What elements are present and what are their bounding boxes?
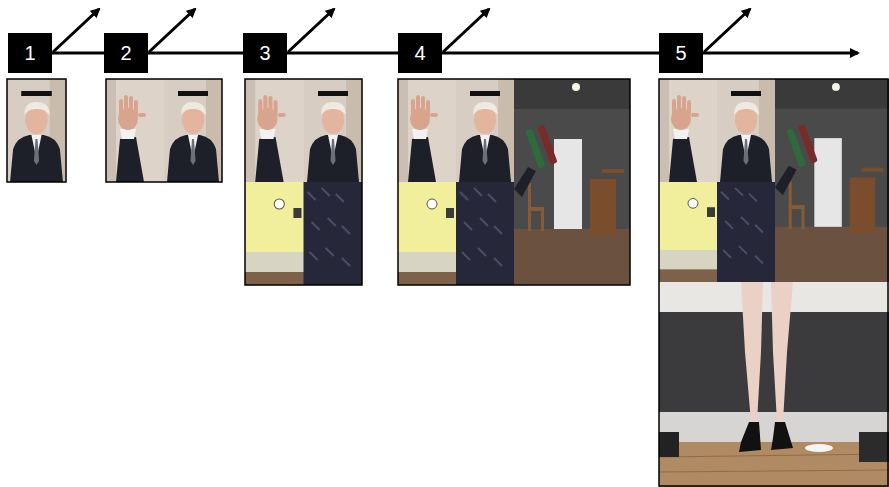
timeline-segment [148,52,243,55]
diagonal-arrow [704,9,750,52]
timeline-segment [52,52,104,55]
step-number: 4 [414,43,425,63]
frame-4 [398,79,630,285]
diagonal-arrow [149,9,195,52]
frame-border [398,79,630,285]
frame-1 [7,79,66,182]
frame-border [245,79,362,285]
wave-photo [106,79,164,182]
kitchen-photo [245,182,362,285]
step-box: 2 [104,33,148,73]
frame-3 [245,79,362,285]
step-box: 5 [659,33,703,73]
kitchen-photo [659,182,775,282]
timeline-segment [287,52,398,55]
legs-photo [659,282,889,487]
frame-border [7,79,66,182]
person-photo [717,79,775,182]
step-number: 2 [120,43,131,63]
diagonal-arrow [288,9,334,52]
frame-5 [659,79,889,487]
timeline-arrow [703,52,858,55]
wave-photo [245,79,304,182]
person-photo [7,79,66,182]
person-photo [456,79,514,182]
timeline-segment [442,52,659,55]
step-box: 4 [398,33,442,73]
step-number: 5 [675,43,686,63]
wave-photo [659,79,717,182]
wave-photo [398,79,456,182]
step-number: 1 [24,43,35,63]
dark-room-photo [775,79,889,282]
kitchen-photo [398,182,514,285]
step-box: 1 [8,33,52,73]
frame-2 [106,79,222,182]
person-photo [304,79,362,182]
frame-border [106,79,222,182]
diagonal-arrow [53,9,99,52]
dark-room-photo [514,79,630,285]
frame-border [659,79,888,486]
step-number: 3 [259,43,270,63]
step-box: 3 [243,33,287,73]
person-photo [164,79,222,182]
diagonal-arrow [443,9,489,52]
